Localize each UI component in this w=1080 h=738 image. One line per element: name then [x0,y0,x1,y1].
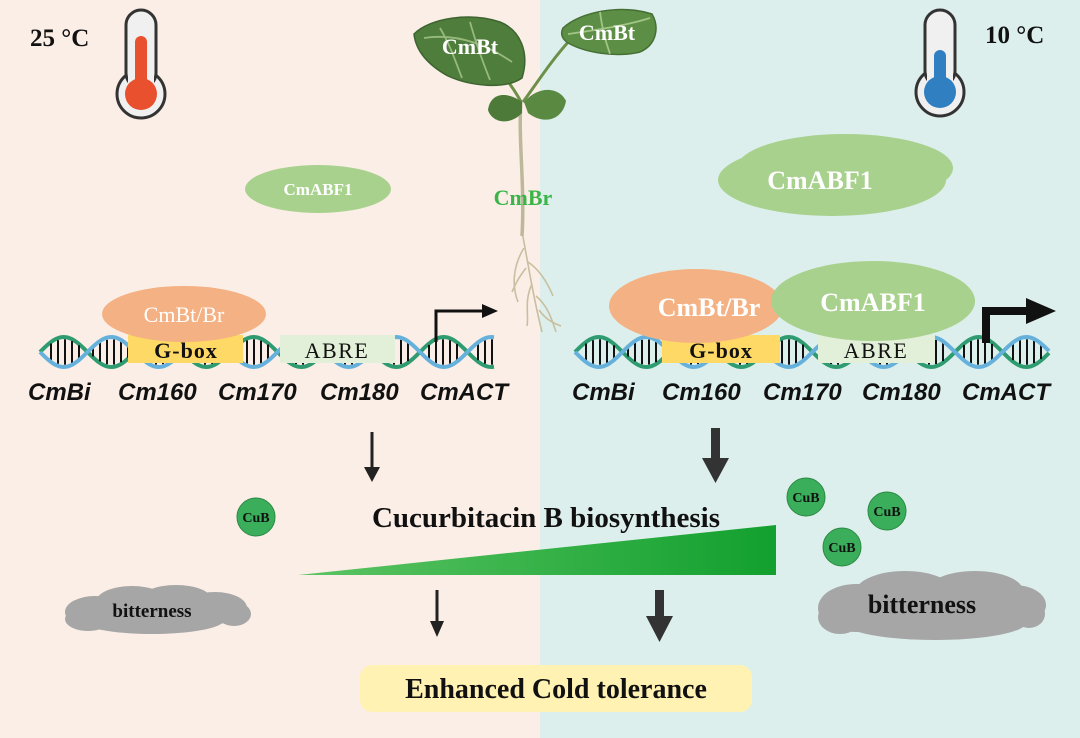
right-temperature-label: 10 °C [985,22,1044,49]
gene-label: Cm170 [218,379,297,406]
thermometer-cold-icon [914,8,966,118]
right-bitterness-cloud-icon [818,571,1046,640]
leaf-left-veins [423,21,513,81]
right-cub-molecule: CuB [822,527,862,567]
right-free-cmabf1-shape [718,144,946,216]
gene-label: Cm160 [118,379,197,406]
left-free-cmabf1-label: CmABF1 [284,180,353,199]
gene-label: Cm170 [763,379,842,406]
left-abre-shape [280,335,395,363]
gene-label: CmBi [28,379,92,406]
left-temperature-label: 25 °C [30,25,89,52]
right-abre-label: ABRE [844,338,909,363]
leaf-left [413,16,526,87]
gene-label: CmACT [962,379,1052,406]
gene-label: Cm180 [320,379,399,406]
gene-label: Cm160 [662,379,741,406]
right-gene-labels: CmBi Cm160 Cm170 Cm180 CmACT [572,379,1052,406]
right-free-cmabf1-label: CmABF1 [767,166,872,195]
seedling-illustration: CmBt CmBt CmBr [413,8,657,333]
right-bound-cmabf1-label: CmABF1 [820,288,925,317]
leaf-right-veins [567,11,651,55]
right-cub-molecule: CuB [786,477,826,517]
thermometer-hot-icon [115,8,167,120]
outcome-box [360,665,752,712]
right-bound-cmabf1-shape [771,261,975,341]
left-gbox-label: G-box [154,338,218,363]
left-bitterness-cloud-icon [65,585,251,634]
petiole-right [521,38,572,103]
right-cmbt-br-complex-shape [609,269,783,343]
left-abre-label: ABRE [305,338,370,363]
left-cmbt-br-complex-shape [102,286,266,342]
cotyledon-right [524,89,566,120]
left-bitterness-label: bitterness [112,601,191,622]
root-label: CmBr [494,185,553,210]
right-promoter-arrow-icon [982,298,1056,343]
right-upper-down-arrow-icon [702,428,729,483]
right-cmbt-br-complex-label: CmBt/Br [658,293,761,322]
gene-label: Cm180 [862,379,941,406]
process-label: Cucurbitacin B biosynthesis [372,502,720,534]
left-cub-molecule: CuB [236,497,276,537]
biosynthesis-increase-wedge [298,525,776,575]
dna-strand [38,334,495,370]
left-gene-labels: CmBi Cm160 Cm170 Cm180 CmACT [28,379,510,406]
cub-label: CuB [873,505,900,520]
right-gbox-label: G-box [689,338,753,363]
left-cmbt-br-complex-label: CmBt/Br [144,302,225,327]
cub-label: CuB [828,541,855,556]
left-free-cmabf1-shape [245,165,391,213]
gene-label: CmBi [572,379,636,406]
plant-roots [511,231,562,333]
right-cub-molecule: CuB [867,491,907,531]
cub-label: CuB [792,491,819,506]
dna-strand [38,334,495,370]
leaf-left-label: CmBt [442,34,499,59]
left-lower-down-arrow-icon [430,590,444,637]
leaf-right-label: CmBt [579,20,636,45]
cotyledon-left [488,95,522,122]
right-bitterness-label: bitterness [868,590,976,619]
left-promoter-arrow-icon [434,304,498,342]
dna-strand [573,334,1051,370]
left-upper-down-arrow-icon [364,432,380,482]
leaf-right [560,8,657,56]
outcome-label: Enhanced Cold tolerance [405,674,707,705]
cub-label: CuB [242,511,269,526]
right-lower-down-arrow-icon [646,590,673,642]
gene-label: CmACT [420,379,510,406]
